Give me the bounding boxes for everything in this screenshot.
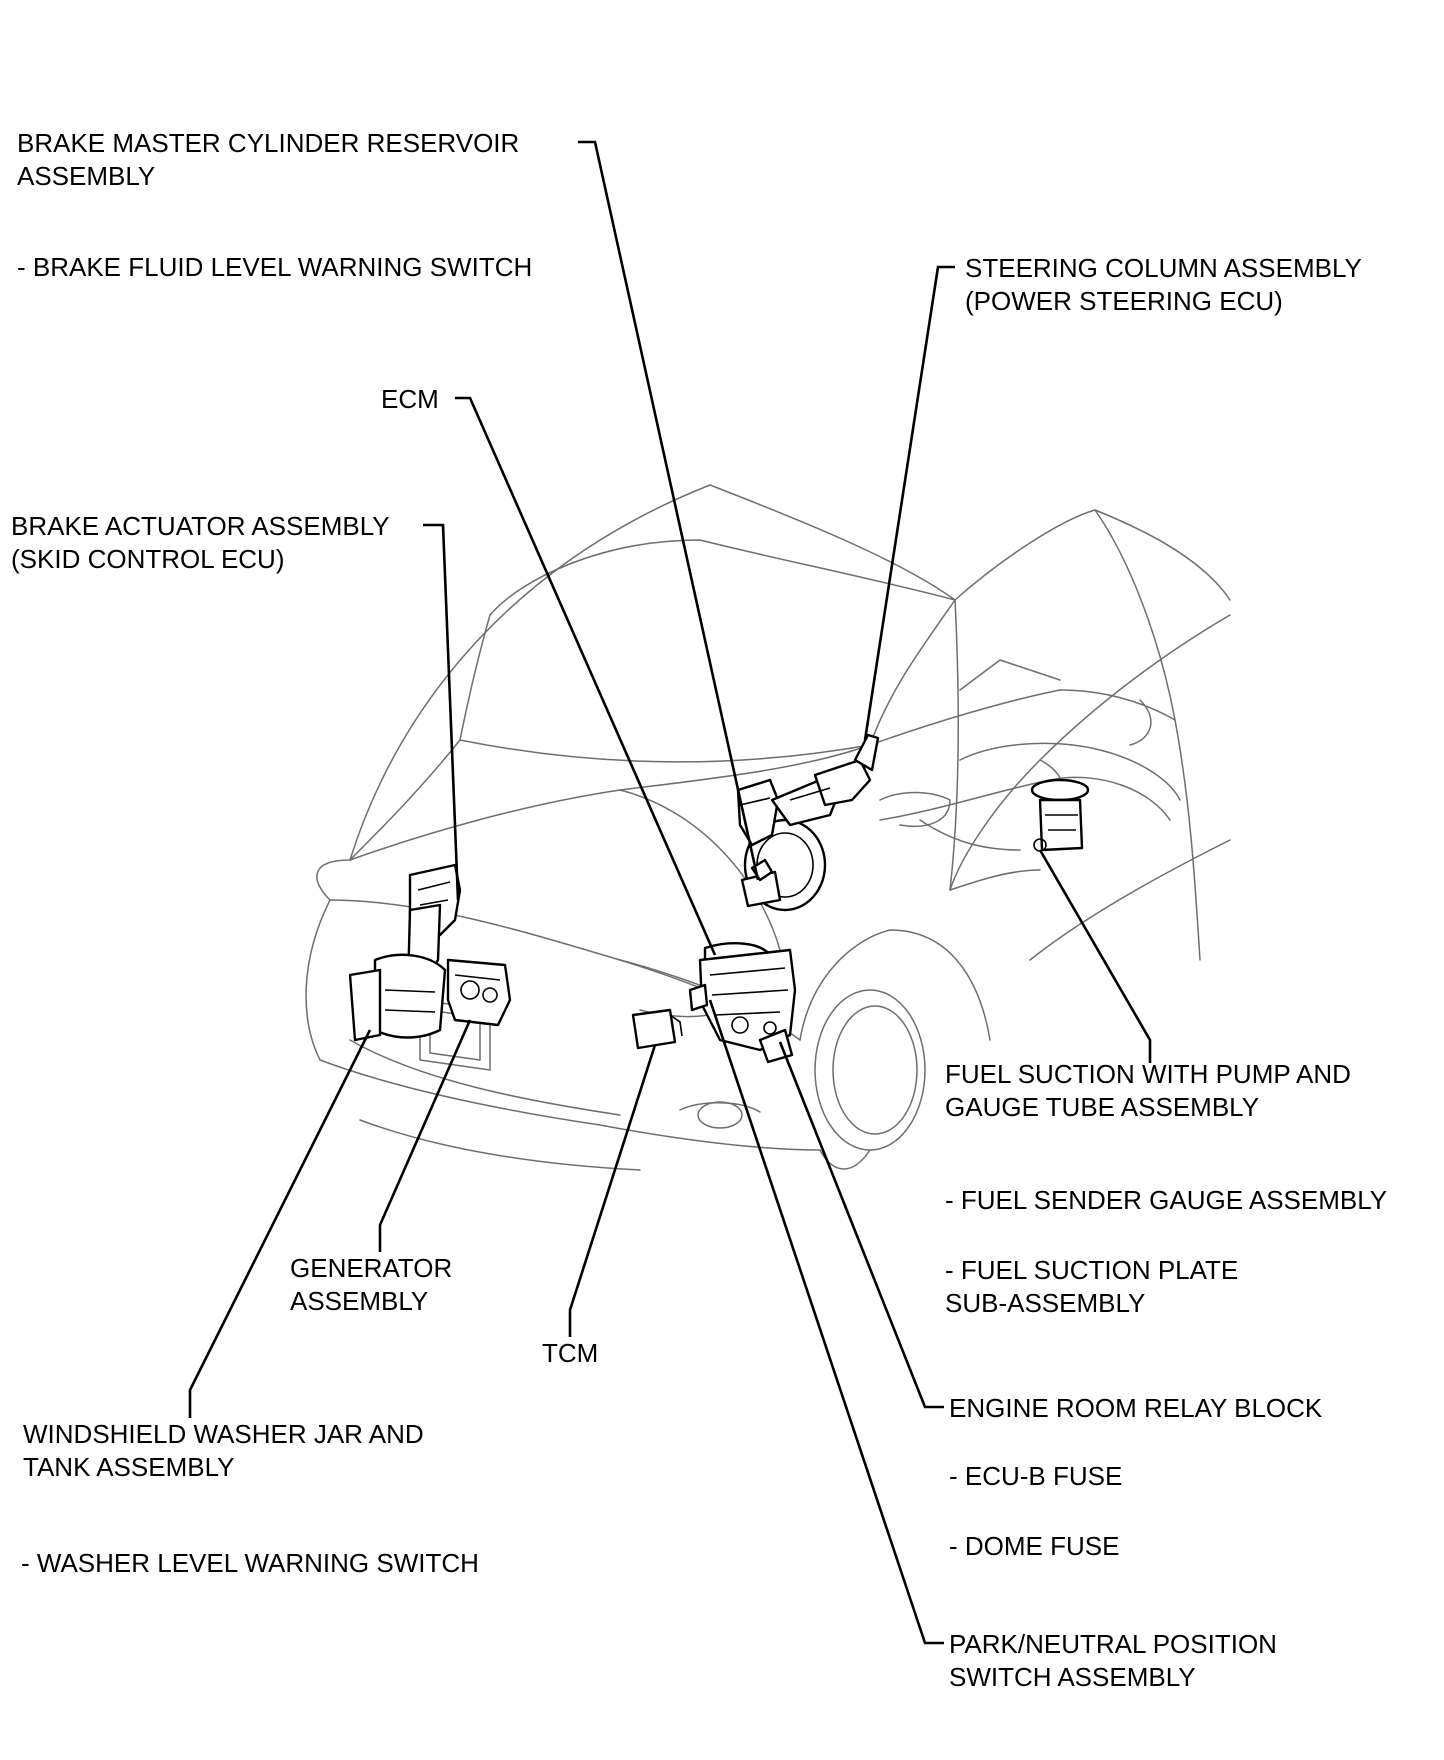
leader-lines (188, 140, 1152, 1645)
leader-generator (378, 1019, 472, 1252)
label-engine-room-relay: ENGINE ROOM RELAY BLOCK (949, 1393, 1323, 1423)
label-dome-fuse: - DOME FUSE (949, 1531, 1120, 1561)
fuel-pump-part (1030, 778, 1090, 852)
leader-tcm (568, 1044, 657, 1337)
label-ecu-b-fuse: - ECU-B FUSE (949, 1461, 1123, 1491)
leader-engine-room (778, 1041, 944, 1409)
tcm-part (631, 1008, 683, 1050)
label-washer-jar: WINDSHIELD WASHER JAR AND TANK ASSEMBLY (23, 1419, 424, 1482)
label-tcm: TCM (542, 1338, 599, 1368)
label-brake-fluid-switch: - BRAKE FLUID LEVEL WARNING SWITCH (17, 252, 533, 282)
label-washer-level-switch: - WASHER LEVEL WARNING SWITCH (21, 1548, 479, 1578)
label-fuel-suction-plate: - FUEL SUCTION PLATE SUB-ASSEMBLY (945, 1255, 1239, 1318)
leader-brake-actuator (423, 523, 460, 901)
label-park-neutral: PARK/NEUTRAL POSITION SWITCH ASSEMBLY (949, 1629, 1277, 1692)
leader-steering-column (863, 265, 955, 741)
label-brake-master-cylinder: BRAKE MASTER CYLINDER RESERVOIR ASSEMBLY (17, 128, 520, 191)
label-ecm: ECM (381, 384, 439, 414)
label-generator: GENERATOR ASSEMBLY (290, 1253, 453, 1316)
leader-park-neutral (708, 999, 944, 1645)
vehicle-outline (305, 484, 1231, 1171)
leader-washer-jar (188, 1029, 372, 1418)
label-brake-actuator: BRAKE ACTUATOR ASSEMBLY (SKID CONTROL EC… (11, 511, 390, 574)
label-fuel-suction: FUEL SUCTION WITH PUMP AND GAUGE TUBE AS… (945, 1059, 1351, 1122)
generator-part (446, 958, 512, 1027)
leader-brake-master (578, 140, 760, 881)
label-fuel-sender-gauge: - FUEL SENDER GAUGE ASSEMBLY (945, 1185, 1388, 1215)
engine-part (688, 948, 797, 1064)
leader-fuel-suction (1038, 849, 1152, 1063)
label-steering-column: STEERING COLUMN ASSEMBLY (POWER STEERING… (965, 253, 1362, 316)
brake-booster-part (740, 818, 827, 912)
leader-ecm (455, 396, 717, 956)
washer-jar-part (348, 903, 447, 1042)
